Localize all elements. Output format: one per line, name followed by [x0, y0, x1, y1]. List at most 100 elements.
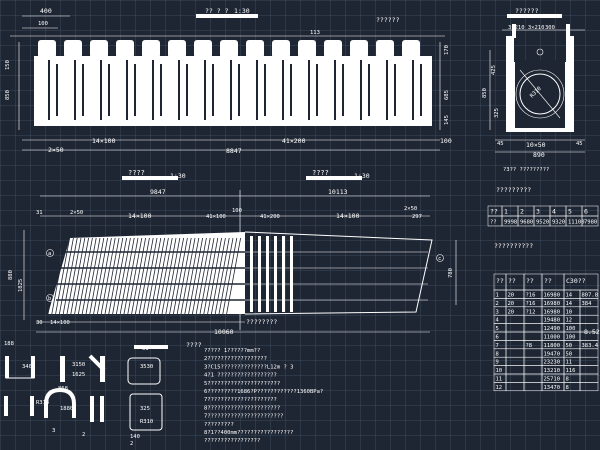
dim-plan-bot-1: 30	[36, 320, 43, 326]
table2-cell-text: 11000	[544, 335, 561, 341]
dim-plan-top-left: 9847	[150, 188, 166, 196]
dim-plan-r1-c: 41×100	[206, 214, 226, 220]
dim-plan-r1-b: 14×100	[128, 212, 152, 220]
table1-cell-text: 9320	[552, 220, 565, 226]
hatch-line	[85, 237, 101, 315]
table2-cell	[579, 314, 599, 324]
hatch-line	[180, 237, 196, 315]
table2-cell-text: 116	[566, 368, 576, 374]
plan-stub	[250, 236, 253, 312]
hatch-line	[161, 237, 177, 315]
slit	[100, 60, 102, 120]
hatch-line	[70, 237, 86, 315]
hatch-line	[169, 237, 184, 315]
slit	[152, 60, 154, 120]
dim-elev-top-right: 113	[310, 30, 320, 36]
hatch-line	[176, 237, 192, 315]
table2-cell	[523, 331, 543, 341]
note-line: 2??????????????????	[204, 356, 267, 362]
dim-elev-left-1: 150	[5, 60, 11, 70]
hatch-line	[51, 237, 67, 315]
dim-plan-r1-a: 2×50	[70, 210, 83, 216]
table2-cell	[579, 373, 599, 383]
note-line: 7?????????????????????	[204, 397, 277, 403]
table2-cell-text: 11800	[544, 343, 561, 349]
slit	[368, 64, 370, 116]
dim-elev-left-2: 850	[5, 90, 11, 100]
hatch-line	[214, 237, 230, 315]
note-line: ????? 1??????mm??	[204, 348, 260, 354]
note-line: 8?1??400mm?????????????????	[204, 430, 293, 436]
table1-cell-text: 3	[536, 208, 540, 216]
section-view[interactable]: ?????? 3×210 3×210 300 425 850 325 R310 …	[482, 7, 585, 173]
dim-elev-bot-4: 100	[440, 137, 452, 145]
hatch-line	[184, 237, 200, 315]
dim-plan-bot-mid: ????????	[246, 318, 277, 326]
dim-elev-right-3: 145	[444, 115, 450, 125]
hatch-line	[138, 237, 154, 315]
table2-cell-text: 8	[566, 377, 569, 383]
crenel-block	[402, 40, 420, 58]
plan-stub	[290, 236, 293, 312]
table2-cell-text: 12	[496, 385, 503, 391]
slit	[256, 60, 258, 120]
table2-cell	[505, 331, 525, 341]
table2-cell-text: 16980	[544, 309, 561, 315]
hatch-line	[59, 237, 74, 315]
note-line: 6?????????1686?P????????????1360BPa?	[204, 389, 323, 395]
rebar-label-9: 2	[82, 432, 85, 438]
hatch-line	[97, 237, 112, 315]
dim-elev-bot-2: 14×100	[92, 137, 116, 145]
table2-cell	[523, 314, 543, 324]
crenel-block	[350, 40, 368, 58]
slit	[212, 64, 214, 116]
hatch-line	[104, 237, 120, 315]
table2-cell-text: 20	[508, 309, 515, 315]
plan-stub	[258, 236, 261, 312]
hatch-line	[199, 237, 215, 315]
table2-cell-text: 19480	[544, 318, 561, 324]
table2-header-text: ??	[526, 277, 534, 285]
table2-cell-text: 13470	[544, 385, 561, 391]
table2-cell-text: ?8	[526, 343, 533, 349]
crenel-block	[64, 40, 82, 58]
dim-sec-top-mid: 300	[545, 25, 555, 31]
plan-right-title: ????	[312, 169, 329, 177]
rebar-label-2: 340	[22, 364, 32, 370]
table1-cell-text: 1	[504, 208, 508, 216]
plan-view[interactable]: 9847 10113 31 2×50 14×100 41×100 100 41×…	[8, 188, 457, 336]
note-line: 8??????????????????????	[204, 405, 280, 411]
hatch-line	[123, 237, 139, 315]
hatch-line	[81, 237, 97, 315]
hatch-line	[112, 237, 127, 315]
slit	[342, 64, 344, 116]
hatch-line	[127, 237, 143, 315]
table2-cell-text: 807.8	[582, 293, 599, 299]
table2-cell-text: 20	[508, 301, 515, 307]
table2-cell-text: 14	[566, 301, 573, 307]
table2-cell-text: ?12	[526, 309, 536, 315]
slit	[264, 64, 266, 116]
crenel-block	[298, 40, 316, 58]
table2-cell-text: 4	[496, 318, 500, 324]
rebar-label-10: 3	[52, 428, 55, 434]
slit	[412, 60, 414, 120]
plan-left-title: ????	[128, 169, 145, 177]
note-line: 5??????????????????????	[204, 381, 280, 387]
hatch-line	[135, 237, 150, 315]
elevation-slits	[48, 60, 422, 120]
rebar-label-13: R310	[140, 419, 153, 425]
slit	[290, 64, 292, 116]
crenel-block	[142, 40, 160, 58]
table1-cell	[581, 215, 599, 227]
slit	[420, 64, 422, 116]
table2-side-value: 8.52	[584, 328, 600, 336]
slit	[230, 60, 232, 120]
dim-plan-r1-e: 41×200	[260, 214, 280, 220]
elevation-view[interactable]: 400 100 113 150 850 170 685 145 2×50 14×…	[5, 7, 452, 155]
rebar-details[interactable]: ???? 188 340 3150 1625 3530 31 868 R314 …	[4, 341, 202, 447]
table1-title: ?????????	[496, 186, 531, 194]
